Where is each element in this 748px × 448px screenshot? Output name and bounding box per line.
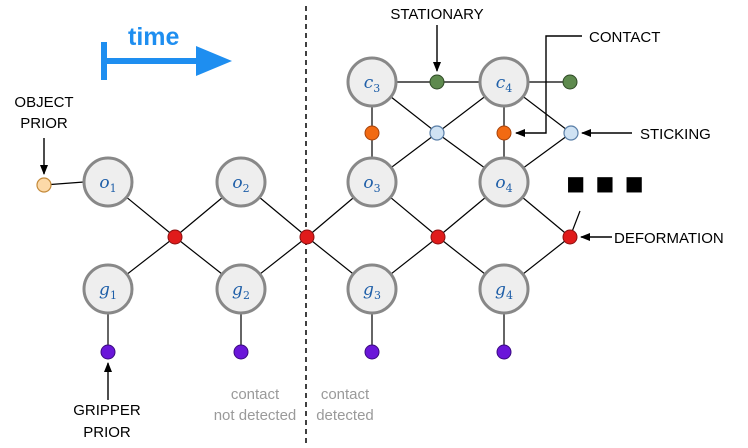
gripper-prior-factors xyxy=(100,344,512,360)
contact-nodes: c3 c4 xyxy=(346,56,530,108)
deformation-factor-1 xyxy=(167,229,183,245)
node-c4: c4 xyxy=(478,56,530,108)
contact-detected-line1: contact xyxy=(321,386,370,403)
contact-detected-line2: detected xyxy=(316,407,374,424)
stationary-label: STATIONARY xyxy=(390,6,483,23)
sticking-factors xyxy=(429,125,579,141)
deformation-factor-3 xyxy=(430,229,446,245)
stationary-factors xyxy=(429,74,578,90)
deformation-label: DEFORMATION xyxy=(614,230,724,247)
gripper-nodes: g1 g2 g3 g4 xyxy=(82,263,530,315)
node-g4: g4 xyxy=(478,263,530,315)
contact-not-detected-line2: not detected xyxy=(214,407,297,424)
object-prior-label-line2: PRIOR xyxy=(20,115,68,132)
deformation-factors xyxy=(167,229,578,245)
svg-text:o4: o4 xyxy=(495,173,512,195)
svg-text:c3: c3 xyxy=(364,73,381,95)
node-g2: g2 xyxy=(215,263,267,315)
node-g1: g1 xyxy=(82,263,134,315)
deformation-factor-2 xyxy=(299,229,315,245)
svg-text:o3: o3 xyxy=(363,173,380,195)
node-o2: o2 xyxy=(215,156,267,208)
contact-label: CONTACT xyxy=(589,29,660,46)
contact-factors xyxy=(364,125,512,141)
svg-text:o2: o2 xyxy=(232,173,249,195)
node-c3: c3 xyxy=(346,56,398,108)
node-g3: g3 xyxy=(346,263,398,315)
object-nodes: o1 o2 o3 o4 xyxy=(82,156,530,208)
time-arrow xyxy=(101,42,232,80)
svg-text:g1: g1 xyxy=(99,280,117,302)
object-prior-label-line1: OBJECT xyxy=(14,94,73,111)
node-o3: o3 xyxy=(346,156,398,208)
svg-text:g3: g3 xyxy=(363,280,381,302)
sticking-label: STICKING xyxy=(640,126,711,143)
svg-text:o1: o1 xyxy=(99,173,116,195)
deformation-factor-4 xyxy=(562,229,578,245)
node-o4: o4 xyxy=(478,156,530,208)
time-label: time xyxy=(128,23,180,51)
svg-text:g2: g2 xyxy=(232,280,250,302)
object-prior-factor xyxy=(36,177,52,193)
gripper-prior-label-line1: GRIPPER xyxy=(73,402,141,419)
gripper-prior-label-line2: PRIOR xyxy=(83,424,131,441)
contact-not-detected-line1: contact xyxy=(231,386,280,403)
continuation-ellipsis: ■ ■ ■ xyxy=(566,171,645,195)
node-o1: o1 xyxy=(82,156,134,208)
svg-text:c4: c4 xyxy=(496,73,513,95)
annotation-arrows xyxy=(40,25,632,400)
svg-text:g4: g4 xyxy=(495,280,513,302)
